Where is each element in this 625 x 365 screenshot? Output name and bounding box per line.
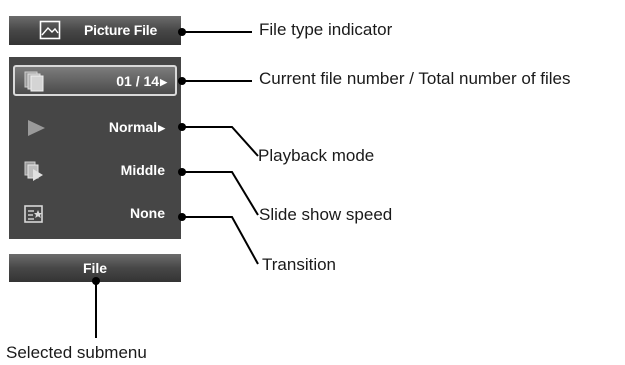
leader-dot-file-type: [178, 28, 186, 36]
speed-row[interactable]: Middle: [9, 152, 181, 190]
leader-dot-file-number: [178, 77, 186, 85]
leader-dot-playback: [178, 123, 186, 131]
transition-icon: [24, 205, 43, 223]
file-number-row[interactable]: 01 / 14▶: [13, 65, 177, 96]
callout-playback: Playback mode: [258, 146, 375, 165]
file-number-value: 01 / 14▶: [116, 73, 167, 89]
speed-value: Middle: [120, 162, 165, 178]
file-stack-icon: [24, 71, 44, 92]
leader-line-playback: [182, 126, 259, 157]
leader-dot-speed: [178, 168, 186, 176]
callout-speed: Slide show speed: [259, 205, 393, 224]
leader-dot-submenu: [92, 277, 100, 285]
playback-row[interactable]: Normal▶: [9, 109, 181, 147]
callout-submenu: Selected submenu: [6, 343, 147, 362]
callout-file-type: File type indicator: [259, 20, 393, 39]
leader-dot-transition: [178, 213, 186, 221]
submenu-label: File: [82, 260, 108, 276]
transition-row[interactable]: None: [9, 195, 181, 233]
callout-transition: Transition: [262, 255, 337, 274]
playback-value: Normal▶: [108, 119, 165, 135]
play-icon: [28, 120, 45, 136]
file-type-bar: Picture File: [9, 16, 181, 45]
leader-line-speed: [182, 171, 259, 216]
leader-line-transition: [182, 216, 259, 265]
file-type-label: Picture File: [84, 22, 158, 38]
right-arrow-icon: ▶: [158, 123, 165, 133]
transition-value: None: [130, 205, 165, 221]
right-arrow-icon: ▶: [160, 77, 167, 87]
picture-file-icon: [39, 20, 61, 40]
menu-panel: 01 / 14▶ Normal▶ Middle None: [9, 57, 181, 239]
callout-file-number: Current file number / Total number of fi…: [259, 69, 571, 88]
slideshow-icon: [24, 161, 43, 181]
